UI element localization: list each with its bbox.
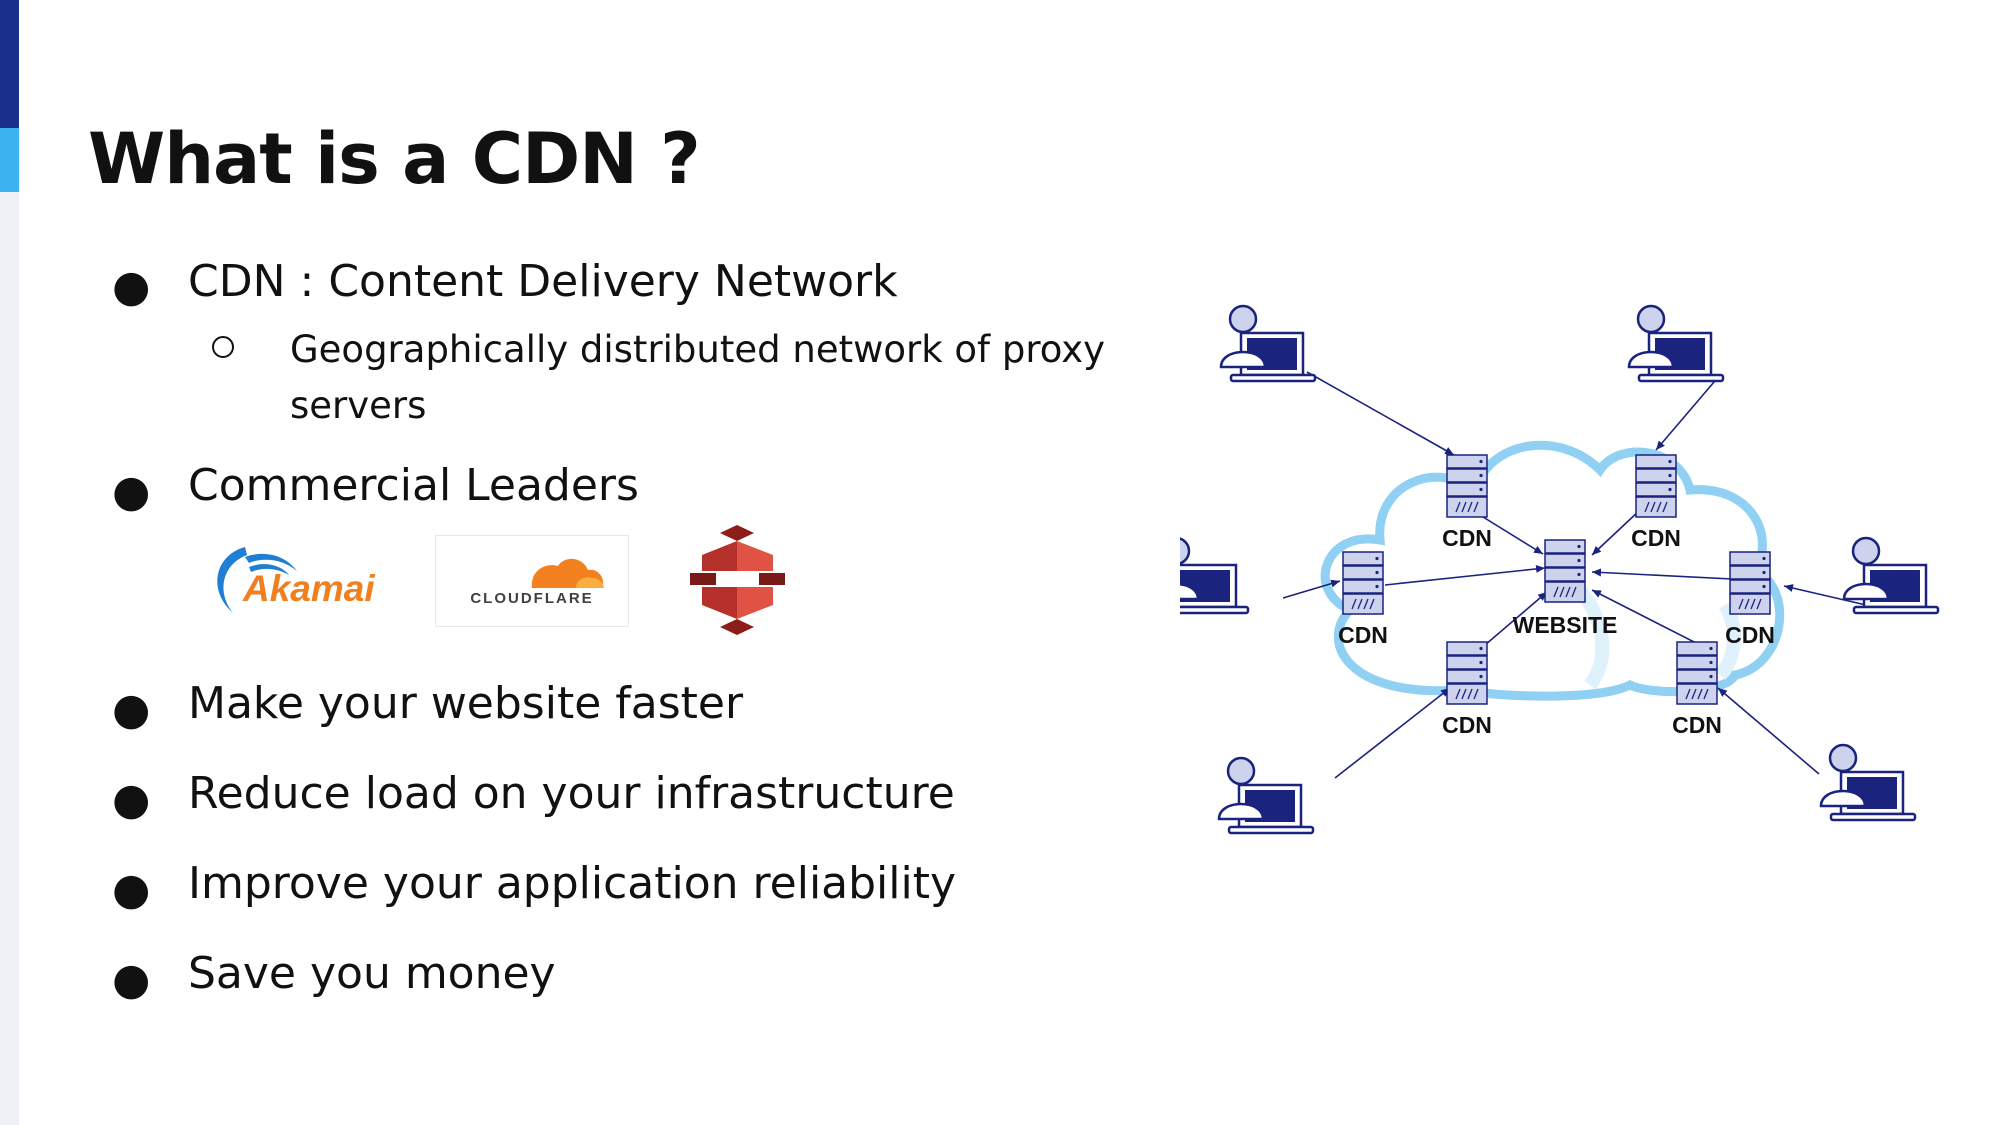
cdn-server-icon — [1729, 551, 1771, 615]
cloudflare-logo: CLOUDFLARE — [435, 535, 629, 627]
cdn-label: CDN — [1725, 622, 1775, 648]
user-laptop-icon — [1219, 304, 1317, 383]
cloudflare-wordmark: CLOUDFLARE — [470, 590, 593, 607]
user-laptop-icon — [1819, 743, 1917, 822]
bullet-commercial-leaders: Commercial Leaders — [188, 460, 639, 511]
user-laptop-icon — [1842, 536, 1940, 615]
akamai-wordmark: Akamai — [242, 568, 375, 609]
user-laptop-icon — [1152, 536, 1250, 615]
bullet-cdn-definition: CDN : Content Delivery Network — [188, 256, 898, 307]
user-laptop-icon — [1217, 756, 1315, 835]
cdn-network-diagram: CDN CDN CDN CDN CDN CDN WEBSITE — [1152, 290, 1960, 850]
bullet-reliability: Improve your application reliability — [188, 858, 957, 909]
slide-accent-bar-light — [0, 128, 19, 192]
bullet-marker: ● — [112, 954, 151, 1005]
cdn-label: CDN — [1338, 622, 1388, 648]
bullet-marker: ● — [112, 261, 151, 312]
cdn-label: CDN — [1442, 525, 1492, 551]
bullet-marker: ● — [112, 864, 151, 915]
cdn-label: CDN — [1631, 525, 1681, 551]
bullet-marker: ● — [112, 774, 151, 825]
slide-title: What is a CDN ? — [88, 118, 701, 200]
bullet-website-faster: Make your website faster — [188, 678, 744, 729]
website-server-icon — [1544, 539, 1586, 603]
bullet-save-money: Save you money — [188, 948, 556, 999]
slide-side-strip — [0, 0, 19, 1125]
bullet-reduce-load: Reduce load on your infrastructure — [188, 768, 955, 819]
bullet-marker: ● — [112, 684, 151, 735]
sub-bullet-marker — [212, 336, 234, 358]
cdn-server-icon — [1446, 641, 1488, 705]
aws-cloudfront-logo — [690, 525, 785, 635]
akamai-logo: Akamai — [205, 535, 405, 625]
cdn-server-icon — [1446, 454, 1488, 518]
bullet-marker: ● — [112, 466, 151, 517]
user-laptop-icon — [1627, 304, 1725, 383]
cdn-server-icon — [1342, 551, 1384, 615]
cdn-label: CDN — [1442, 712, 1492, 738]
website-label: WEBSITE — [1513, 612, 1618, 638]
slide-accent-bar-dark — [0, 0, 19, 128]
cdn-server-icon — [1635, 454, 1677, 518]
cdn-label: CDN — [1672, 712, 1722, 738]
sub-bullet-proxy-servers: Geographically distributed network of pr… — [290, 328, 1106, 427]
cdn-server-icon — [1676, 641, 1718, 705]
